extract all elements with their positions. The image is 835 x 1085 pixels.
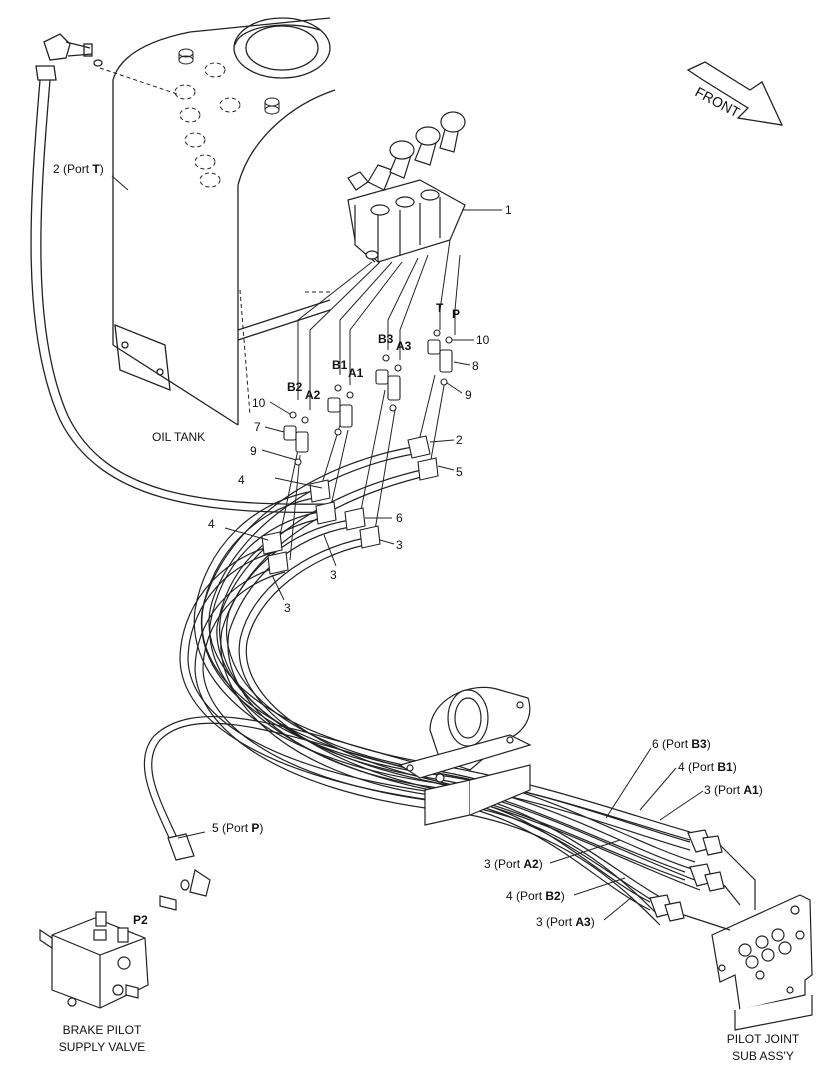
- hose-label-4-port-b2: 4 (Port B2): [506, 889, 565, 903]
- brake-valve-label-line1: BRAKE PILOT: [63, 1023, 142, 1037]
- hose-label-3-port-a3: 3 (Port A3): [536, 915, 595, 929]
- brake-valve-label-line2: SUPPLY VALVE: [59, 1040, 146, 1054]
- hose-label-3-port-a2: 3 (Port A2): [484, 857, 543, 871]
- callout-3b: 3: [284, 601, 291, 615]
- hose-label-6-port-b3: 6 (Port B3): [652, 737, 711, 751]
- callout-leaders: [111, 175, 704, 921]
- callout-4b: 4: [208, 517, 215, 531]
- port-p2-label: P2: [133, 913, 148, 927]
- pilot-joint-label-line2: SUB ASS'Y: [732, 1049, 794, 1063]
- port-a3-label: A3: [396, 339, 412, 353]
- port-leader-lines: [277, 239, 461, 561]
- port-a1-label: A1: [348, 366, 364, 380]
- pilot-joint-assembly: [649, 829, 813, 1031]
- port-b2-label: B2: [287, 380, 303, 394]
- hose-bracket: [398, 686, 532, 826]
- hose-bundle: [179, 444, 701, 926]
- hose-label-2-port-t: 2 (Port T): [53, 162, 104, 176]
- oil-tank-label: OIL TANK: [152, 430, 205, 444]
- callout-7: 7: [254, 420, 261, 434]
- front-arrow-icon: FRONT: [686, 61, 784, 126]
- callout-4a: 4: [238, 473, 245, 487]
- port-b1-label: B1: [332, 358, 348, 372]
- callout-10a: 10: [252, 396, 266, 410]
- hose-2-port-t: [30, 33, 331, 513]
- hose-label-3-port-a1: 3 (Port A1): [704, 783, 763, 797]
- hose-label-4-port-b1: 4 (Port B1): [678, 760, 737, 774]
- callout-9a: 9: [250, 444, 257, 458]
- callout-1: 1: [505, 203, 512, 217]
- oil-tank: [99, 17, 336, 426]
- hose-label-5-port-p: 5 (Port P): [212, 821, 263, 835]
- callout-3c: 3: [396, 538, 403, 552]
- hose-5-port-p: [143, 715, 421, 911]
- port-fittings: [283, 329, 453, 466]
- pilot-valve-assembly: [347, 111, 466, 263]
- callout-10b: 10: [476, 333, 490, 347]
- callout-3a: 3: [330, 568, 337, 582]
- port-a2-label: A2: [305, 388, 321, 402]
- callout-8: 8: [472, 359, 479, 373]
- callout-2: 2: [456, 433, 463, 447]
- pilot-joint-label-line1: PILOT JOINT: [727, 1032, 800, 1046]
- port-p-label: P: [452, 307, 460, 321]
- callout-9b: 9: [465, 388, 472, 402]
- port-t-label: T: [436, 301, 444, 315]
- callout-5: 5: [456, 465, 463, 479]
- port-b3-label: B3: [378, 332, 394, 346]
- callout-6: 6: [396, 511, 403, 525]
- brake-pilot-supply-valve: [39, 911, 149, 1009]
- hose-end-fittings: [261, 435, 439, 575]
